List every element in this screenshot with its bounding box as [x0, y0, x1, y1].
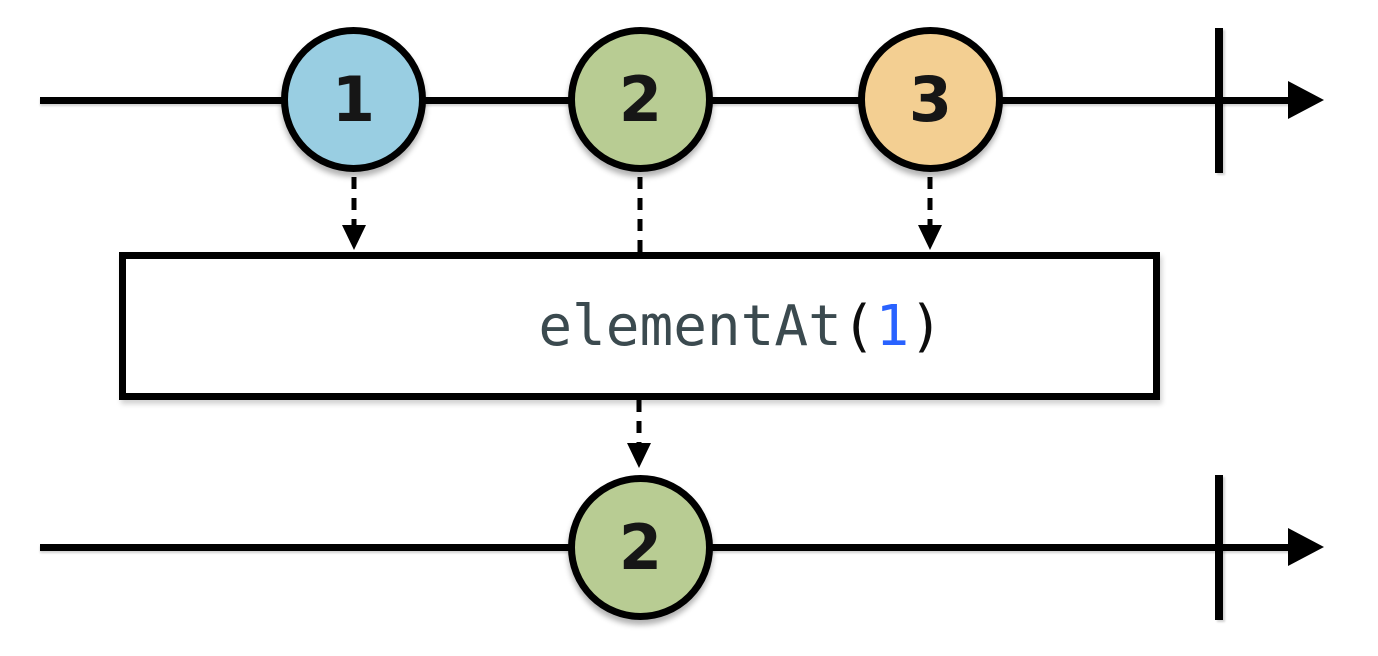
dashed-arrow-marble1-to-box: [342, 177, 366, 250]
operator-label: elementAt(1): [336, 229, 943, 424]
operator-paren-open: (: [841, 293, 876, 359]
source-marble-3: 3: [858, 27, 1003, 172]
source-timeline-arrowhead-icon: [1288, 81, 1324, 119]
operator-box: elementAt(1): [119, 252, 1160, 400]
source-marble-2-label: 2: [618, 62, 663, 136]
operator-function-name: elementAt: [538, 293, 842, 359]
result-marble-2-label: 2: [618, 510, 663, 584]
result-marble-2: 2: [568, 475, 713, 620]
source-marble-3-label: 3: [908, 62, 953, 136]
operator-paren-close: ): [909, 293, 943, 359]
source-complete-bar: [1215, 28, 1223, 173]
result-timeline-arrowhead-icon: [1288, 528, 1324, 566]
result-complete-bar: [1215, 475, 1223, 620]
dashed-line-marble2-to-box: [637, 177, 643, 253]
operator-argument: 1: [875, 293, 910, 359]
source-marble-2: 2: [568, 27, 713, 172]
source-marble-1: 1: [281, 27, 426, 172]
dashed-arrow-marble3-to-box: [918, 177, 942, 250]
source-marble-1-label: 1: [331, 62, 376, 136]
dashed-arrow-box-to-result: [627, 400, 651, 468]
